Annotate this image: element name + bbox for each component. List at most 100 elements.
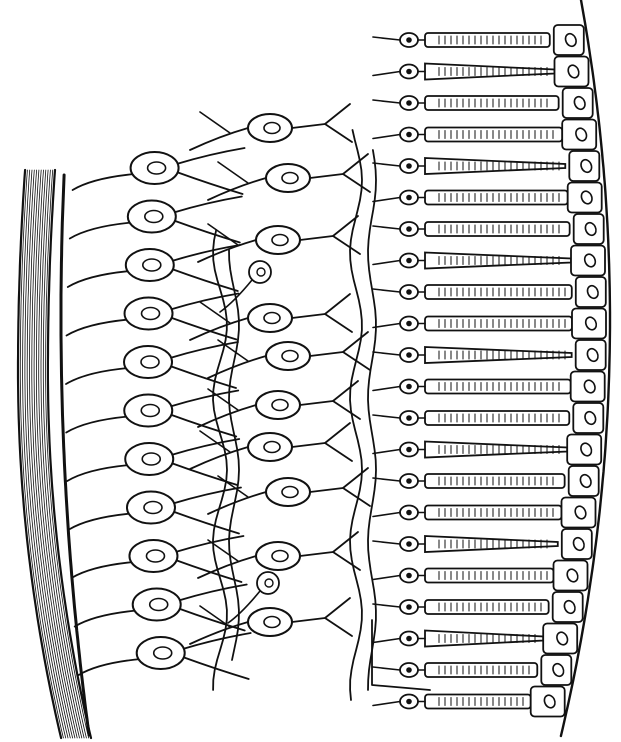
photoreceptor-nucleus	[406, 573, 412, 579]
ganglion-dendrite	[170, 391, 238, 407]
photoreceptor-fiber	[373, 576, 400, 580]
ganglion-nucleus	[142, 308, 160, 320]
bipolar-outer-fiber	[333, 236, 360, 254]
ganglion-nucleus	[144, 502, 162, 514]
bipolar-outer-fiber	[292, 423, 350, 447]
photoreceptor-fiber	[373, 450, 400, 454]
photoreceptor-fiber	[373, 639, 400, 643]
horizontal-cell-nucleus	[257, 268, 265, 276]
ganglion-axon	[70, 223, 132, 239]
photoreceptor-nucleus	[406, 100, 412, 106]
plexiform-connections	[213, 130, 430, 700]
rod-segment	[425, 695, 531, 709]
bipolar-outer-fiber	[300, 216, 358, 240]
bipolar-nucleus	[264, 313, 280, 324]
outer-plexiform-line	[350, 130, 362, 700]
rod-segment	[425, 380, 571, 394]
photoreceptor-nucleus	[406, 667, 412, 673]
ganglion-axon	[79, 659, 141, 675]
ganglion-dendrite	[174, 197, 242, 213]
bipolar-inner-fiber	[190, 128, 248, 150]
rod-cone-layer	[373, 33, 572, 709]
ganglion-dendrite	[170, 342, 238, 358]
ganglion-nucleus	[150, 599, 168, 611]
bipolar-outer-fiber	[292, 598, 350, 622]
photoreceptor-nucleus	[406, 699, 412, 705]
bipolar-nucleus	[272, 235, 288, 246]
ganglion-nucleus	[148, 162, 166, 174]
rod-segment	[425, 191, 568, 205]
photoreceptor-fiber	[373, 226, 400, 229]
nerve-fiber-line	[46, 170, 89, 738]
ganglion-dendrite	[175, 536, 243, 552]
bipolar-nucleus	[264, 123, 280, 134]
photoreceptor-nucleus	[406, 163, 412, 169]
photoreceptor-nucleus	[406, 289, 412, 295]
ganglion-dendrite	[177, 148, 245, 164]
rod-segment	[425, 128, 562, 142]
bipolar-inner-fiber	[198, 556, 256, 578]
horizontal-cell-nucleus	[265, 579, 273, 587]
cone-segment	[425, 253, 571, 269]
photoreceptor-nucleus	[406, 541, 412, 547]
photoreceptor-fiber	[373, 198, 400, 202]
ganglion-dendrite	[172, 269, 238, 291]
ganglion-dendrite	[177, 172, 243, 194]
bipolar-outer-fiber	[343, 352, 370, 370]
ganglion-nucleus	[141, 356, 159, 368]
bipolar-inner-fiber	[200, 606, 230, 627]
outer-plexiform-line	[372, 620, 430, 690]
bipolar-outer-fiber	[333, 552, 360, 570]
ganglion-nucleus	[154, 647, 172, 659]
photoreceptor-nucleus	[406, 37, 412, 43]
ganglion-dendrite	[173, 512, 239, 534]
photoreceptor-nucleus	[406, 69, 412, 75]
ganglion-axon	[68, 271, 130, 287]
ganglion-axon	[67, 320, 129, 336]
ganglion-dendrite	[179, 609, 245, 631]
photoreceptor-fiber	[373, 352, 400, 355]
photoreceptor-nucleus	[406, 384, 412, 390]
photoreceptor-nucleus	[406, 604, 412, 610]
ganglion-cell-layer	[66, 148, 251, 679]
photoreceptor-nucleus	[406, 321, 412, 327]
rod-segment	[425, 317, 572, 331]
rod-segment	[425, 474, 565, 488]
photoreceptor-fiber	[373, 702, 400, 706]
ganglion-dendrite	[183, 633, 251, 649]
bipolar-nucleus	[264, 442, 280, 453]
bipolar-outer-fiber	[343, 174, 370, 192]
cone-segment	[425, 158, 565, 174]
cone-segment	[425, 347, 572, 363]
rod-segment	[425, 222, 570, 236]
ganglion-nucleus	[142, 453, 160, 465]
bipolar-inner-fiber	[208, 540, 238, 561]
inner-plexiform-line	[229, 250, 239, 660]
ganglion-nucleus	[145, 211, 163, 223]
photoreceptor-nucleus	[406, 415, 412, 421]
photoreceptor-fiber	[373, 604, 400, 607]
ganglion-dendrite	[171, 294, 239, 310]
bipolar-outer-fiber	[325, 314, 352, 332]
bipolar-outer-fiber	[292, 294, 350, 318]
bipolar-outer-fiber	[325, 618, 352, 636]
ganglion-dendrite	[173, 488, 241, 504]
ganglion-axon	[66, 417, 128, 433]
photoreceptor-fiber	[373, 513, 400, 517]
ganglion-nucleus	[146, 550, 164, 562]
photoreceptor-fiber	[373, 100, 400, 103]
bipolar-inner-fiber	[208, 356, 266, 378]
bipolar-nucleus	[272, 400, 288, 411]
bipolar-outer-fiber	[325, 124, 352, 142]
bipolar-outer-fiber	[325, 443, 352, 461]
cone-segment	[425, 631, 543, 647]
nerve-fiber-line	[48, 170, 91, 738]
ganglion-nucleus	[141, 405, 159, 417]
bipolar-outer-fiber	[333, 401, 360, 419]
bipolar-inner-fiber	[190, 622, 248, 644]
rod-segment	[425, 285, 572, 299]
ganglion-axon	[69, 514, 131, 530]
photoreceptor-fiber	[373, 72, 400, 76]
